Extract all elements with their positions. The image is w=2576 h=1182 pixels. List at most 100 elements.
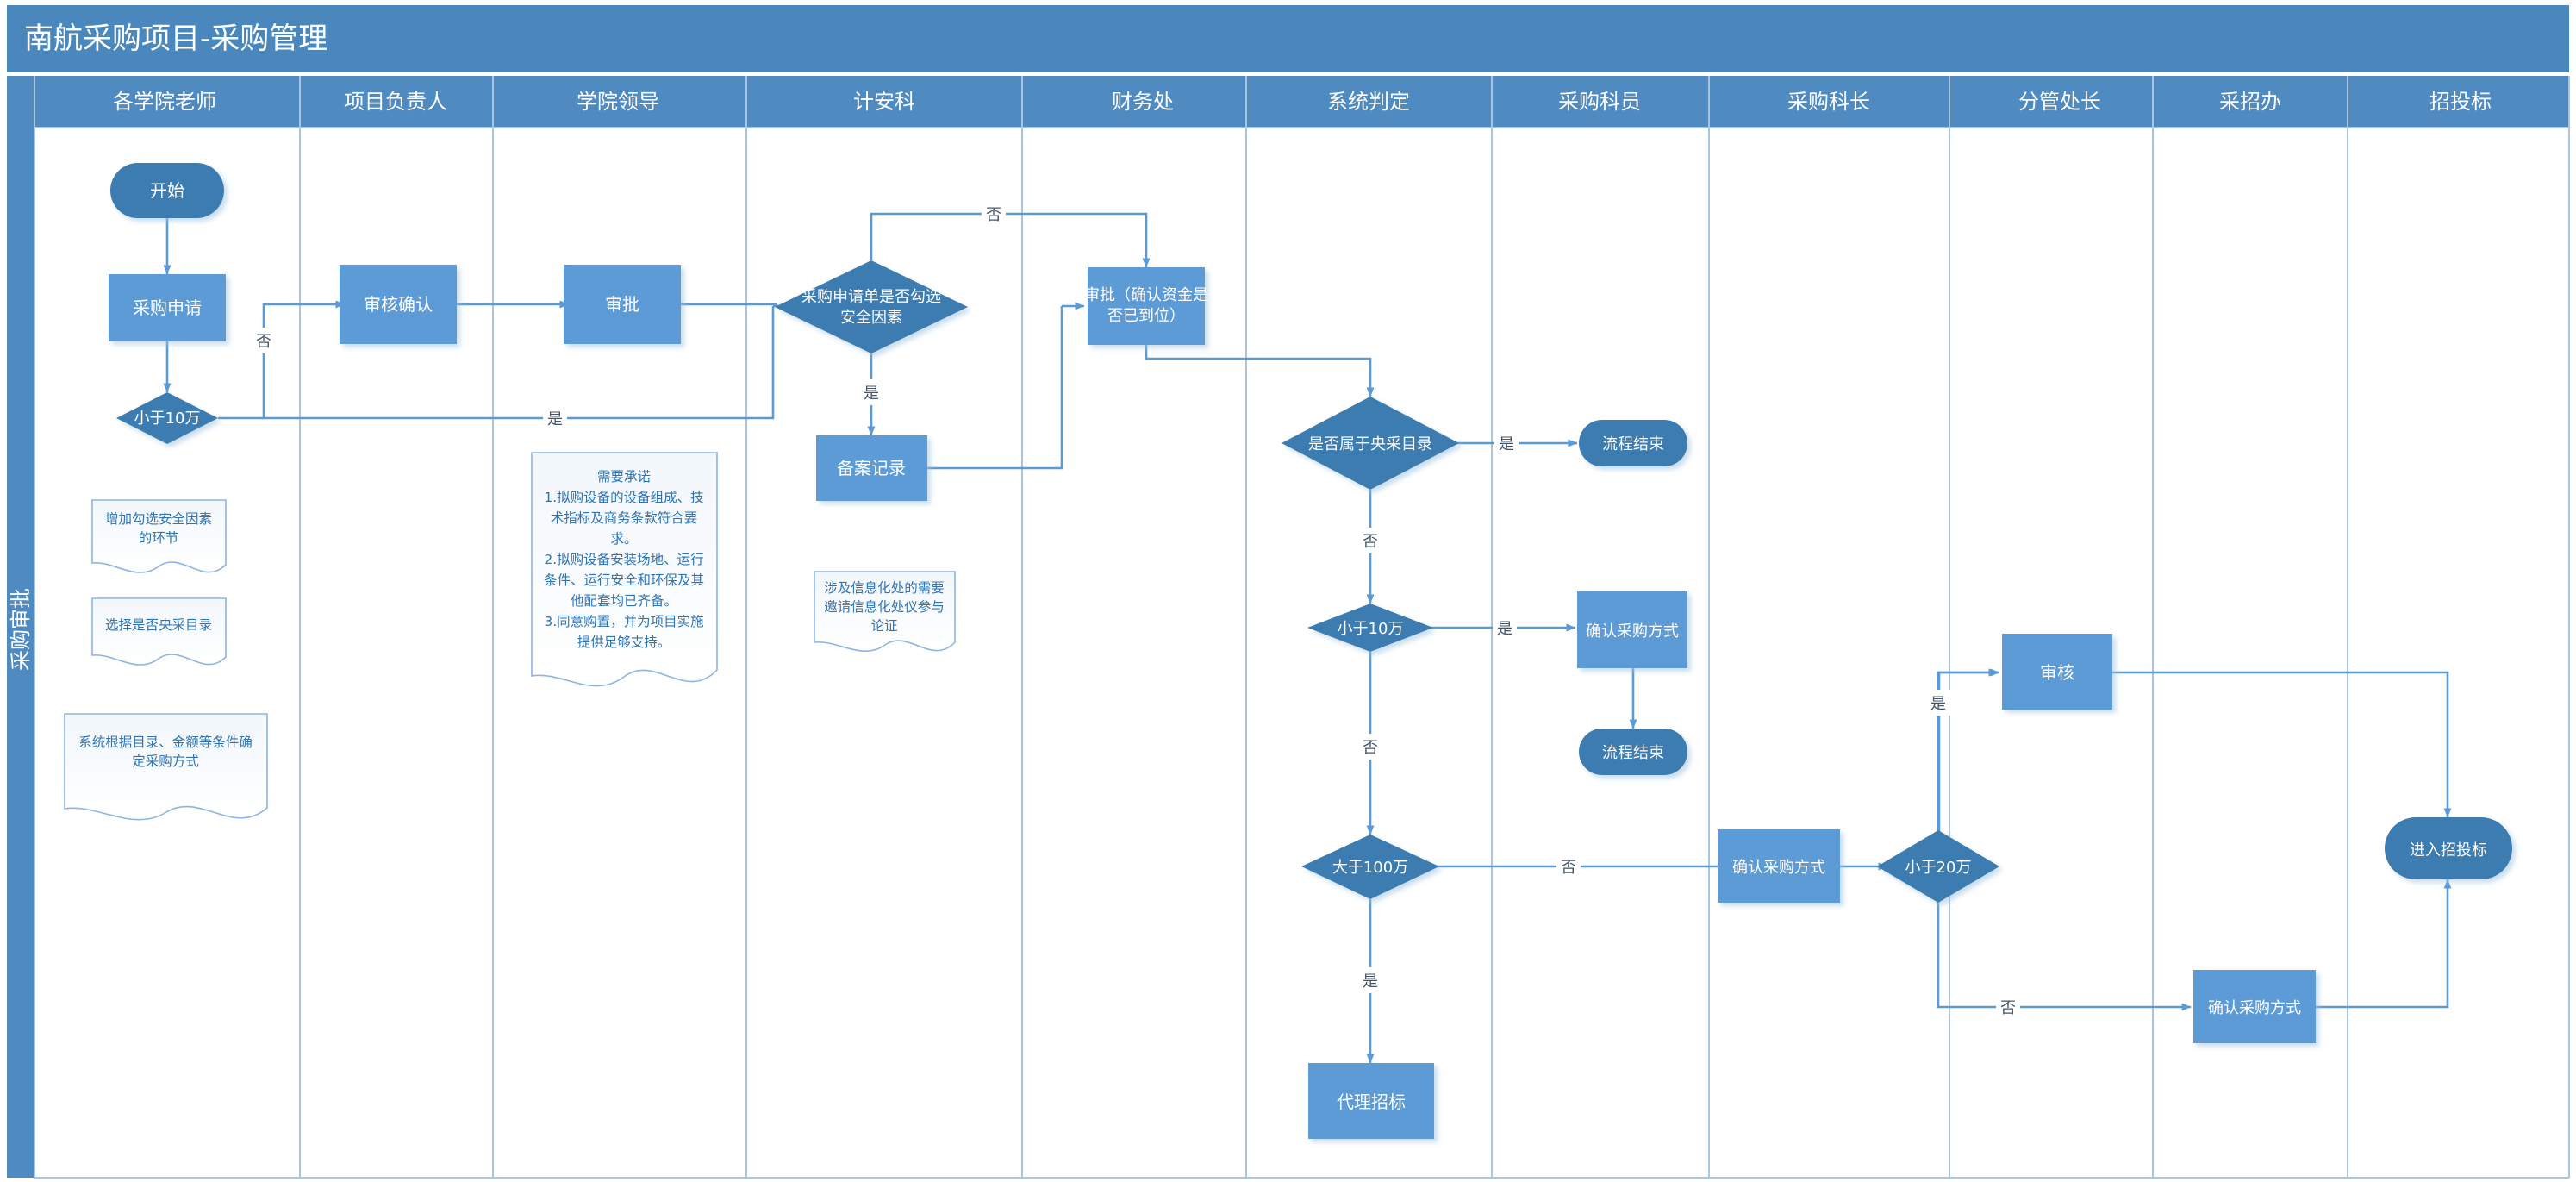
node-central-list-label: 是否属于央采目录 — [1308, 435, 1432, 453]
node-confirm3-label: 确认采购方式 — [2208, 999, 2301, 1017]
node-gt100w-shape — [1301, 835, 1439, 899]
node-finance-approve-shape — [1088, 267, 1205, 345]
node-safety-check[interactable]: 采购申请单是否勾选 安全因素 — [775, 260, 968, 353]
note-commitment-line7: 他配套均已齐备。 — [571, 593, 677, 609]
note-safety-step-line1: 增加勾选安全因素 — [105, 511, 212, 527]
column-header-tender: 招投标 — [2429, 90, 2492, 114]
node-review1[interactable]: 审核确认 — [340, 265, 457, 344]
note-commitment-line6: 条件、运行安全和环保及其 — [544, 572, 704, 588]
note-commitment-line8: 3.同意购置，并为项目实施 — [544, 613, 703, 629]
edge-label-lt10wb-no: 否 — [1363, 739, 1378, 757]
note-commitment-line4: 求。 — [610, 531, 637, 547]
node-lt10w-b[interactable]: 小于10万 — [1307, 604, 1433, 652]
node-lt10w-b-shape — [1307, 604, 1433, 652]
column-header-buychief: 采购科长 — [1787, 90, 1870, 114]
edge-label-lt20w-yes: 是 — [1930, 695, 1946, 713]
connectors — [163, 212, 2452, 1064]
node-enter-tender[interactable]: 进入招投标 — [2385, 817, 2512, 879]
lane-dividers — [34, 76, 2570, 1179]
node-audit-label: 审核 — [2040, 662, 2074, 683]
node-review1-shape — [340, 265, 457, 344]
node-lt10w-b-label: 小于10万 — [1338, 620, 1404, 638]
note-safety-step-line2: 的环节 — [139, 530, 179, 546]
node-lt20w[interactable]: 小于20万 — [1877, 830, 1999, 903]
node-confirm1-shape — [1577, 591, 1687, 668]
note-informatization-line3: 论证 — [870, 618, 897, 634]
note-system-rule-line2: 定采购方式 — [132, 754, 199, 769]
node-start[interactable]: 开始 — [110, 163, 224, 218]
node-record-label: 备案记录 — [837, 458, 906, 478]
column-header-bidoffice: 采招办 — [2219, 90, 2281, 114]
edge-safety-no-finance — [870, 212, 1151, 268]
page-title: 南航采购项目-采购管理 — [24, 22, 327, 56]
node-lt20w-label: 小于20万 — [1905, 859, 1972, 877]
edge-label-safety-no: 否 — [986, 206, 1001, 224]
edge-confirm3-entertender — [2258, 879, 2452, 1009]
edge-lt20w-no-confirm3 — [1937, 866, 2192, 1011]
column-header-dean: 学院领导 — [577, 90, 659, 114]
lane-strip — [7, 76, 34, 1178]
edge-apply-no-review1 — [262, 300, 346, 418]
note-central-choice: 选择是否央采目录 — [91, 597, 227, 666]
column-header-pm: 项目负责人 — [344, 90, 447, 114]
node-audit-shape — [2002, 634, 2112, 710]
node-start-shape — [110, 163, 224, 218]
node-agent-tender-label: 代理招标 — [1337, 1091, 1406, 1112]
edge-label-central-no: 否 — [1363, 533, 1378, 551]
node-confirm3[interactable]: 确认采购方式 — [2193, 970, 2316, 1043]
node-end1[interactable]: 流程结束 — [1579, 420, 1687, 466]
node-agent-tender-shape — [1308, 1063, 1434, 1139]
note-commitment-line1: 需要承诺 — [597, 469, 651, 485]
node-gt100w[interactable]: 大于100万 — [1301, 835, 1439, 899]
node-finance-approve[interactable]: 审批（确认资金是 否已到位） — [1084, 267, 1208, 345]
edge-label-gt100w-yes: 是 — [1363, 972, 1378, 991]
column-header-system: 系统判定 — [1327, 90, 1410, 114]
node-approve1-shape — [564, 265, 681, 344]
edge-audit-entertender — [2111, 671, 2452, 818]
note-system-rule: 系统根据目录、金额等条件确 定采购方式 — [64, 713, 268, 821]
node-confirm1[interactable]: 确认采购方式 — [1577, 591, 1687, 668]
node-audit[interactable]: 审核 — [2002, 634, 2112, 710]
note-commitment-line3: 术指标及商务条款符合要 — [551, 510, 698, 526]
note-safety-step-shape — [91, 499, 227, 573]
note-commitment-line5: 2.拟购设备安装场地、运行 — [544, 552, 703, 567]
note-informatization-line1: 涉及信息化处的需要 — [824, 580, 945, 596]
node-end2[interactable]: 流程结束 — [1579, 729, 1687, 775]
node-apply-shape — [109, 274, 226, 341]
note-system-rule-line1: 系统根据目录、金额等条件确 — [78, 735, 253, 750]
node-lt10w-a-shape — [116, 392, 218, 444]
note-safety-step: 增加勾选安全因素 的环节 — [91, 499, 227, 573]
edge-lt20w-yes — [1937, 668, 1999, 866]
node-review1-label: 审核确认 — [364, 294, 433, 315]
edge-labels: 否 是 否 是 是 否 是 否 否 是 是 否 — [252, 201, 2020, 1020]
node-agent-tender[interactable]: 代理招标 — [1308, 1063, 1434, 1139]
node-central-list[interactable]: 是否属于央采目录 — [1282, 397, 1459, 490]
edge-label-apply-no: 否 — [256, 333, 271, 351]
node-apply[interactable]: 采购申请 — [109, 274, 226, 341]
node-finance-approve-line1: 审批（确认资金是 — [1084, 286, 1208, 304]
node-safety-check-label-line1: 采购申请单是否勾选 — [801, 288, 941, 306]
column-header-finance: 财务处 — [1112, 90, 1174, 114]
node-enter-tender-label: 进入招投标 — [2410, 841, 2487, 860]
node-central-list-shape — [1282, 397, 1459, 490]
column-header-teachers: 各学院老师 — [113, 90, 216, 114]
node-lt10w-a-label: 小于10万 — [134, 410, 201, 428]
node-confirm2[interactable]: 确认采购方式 — [1718, 829, 1840, 903]
edge-label-lt10wb-yes: 是 — [1497, 620, 1513, 638]
edge-label-lt10wa-yes: 是 — [547, 410, 563, 428]
node-approve1[interactable]: 审批 — [564, 265, 681, 344]
edge-label-safety-yes: 是 — [864, 385, 879, 403]
edge-label-lt20w-no: 否 — [2000, 999, 2016, 1017]
node-lt10w-a[interactable]: 小于10万 — [116, 392, 218, 444]
column-header-buyer: 采购科员 — [1558, 90, 1641, 114]
note-system-rule-shape — [64, 713, 268, 821]
edge-record-finance-path — [927, 306, 1063, 470]
node-end1-label: 流程结束 — [1602, 435, 1664, 453]
note-central-choice-line1: 选择是否央采目录 — [105, 617, 212, 633]
node-record[interactable]: 备案记录 — [816, 435, 927, 501]
lane-label: 采购审批 — [9, 588, 33, 671]
node-gt100w-label: 大于100万 — [1332, 859, 1408, 877]
column-header-plansafety: 计安科 — [853, 90, 915, 114]
